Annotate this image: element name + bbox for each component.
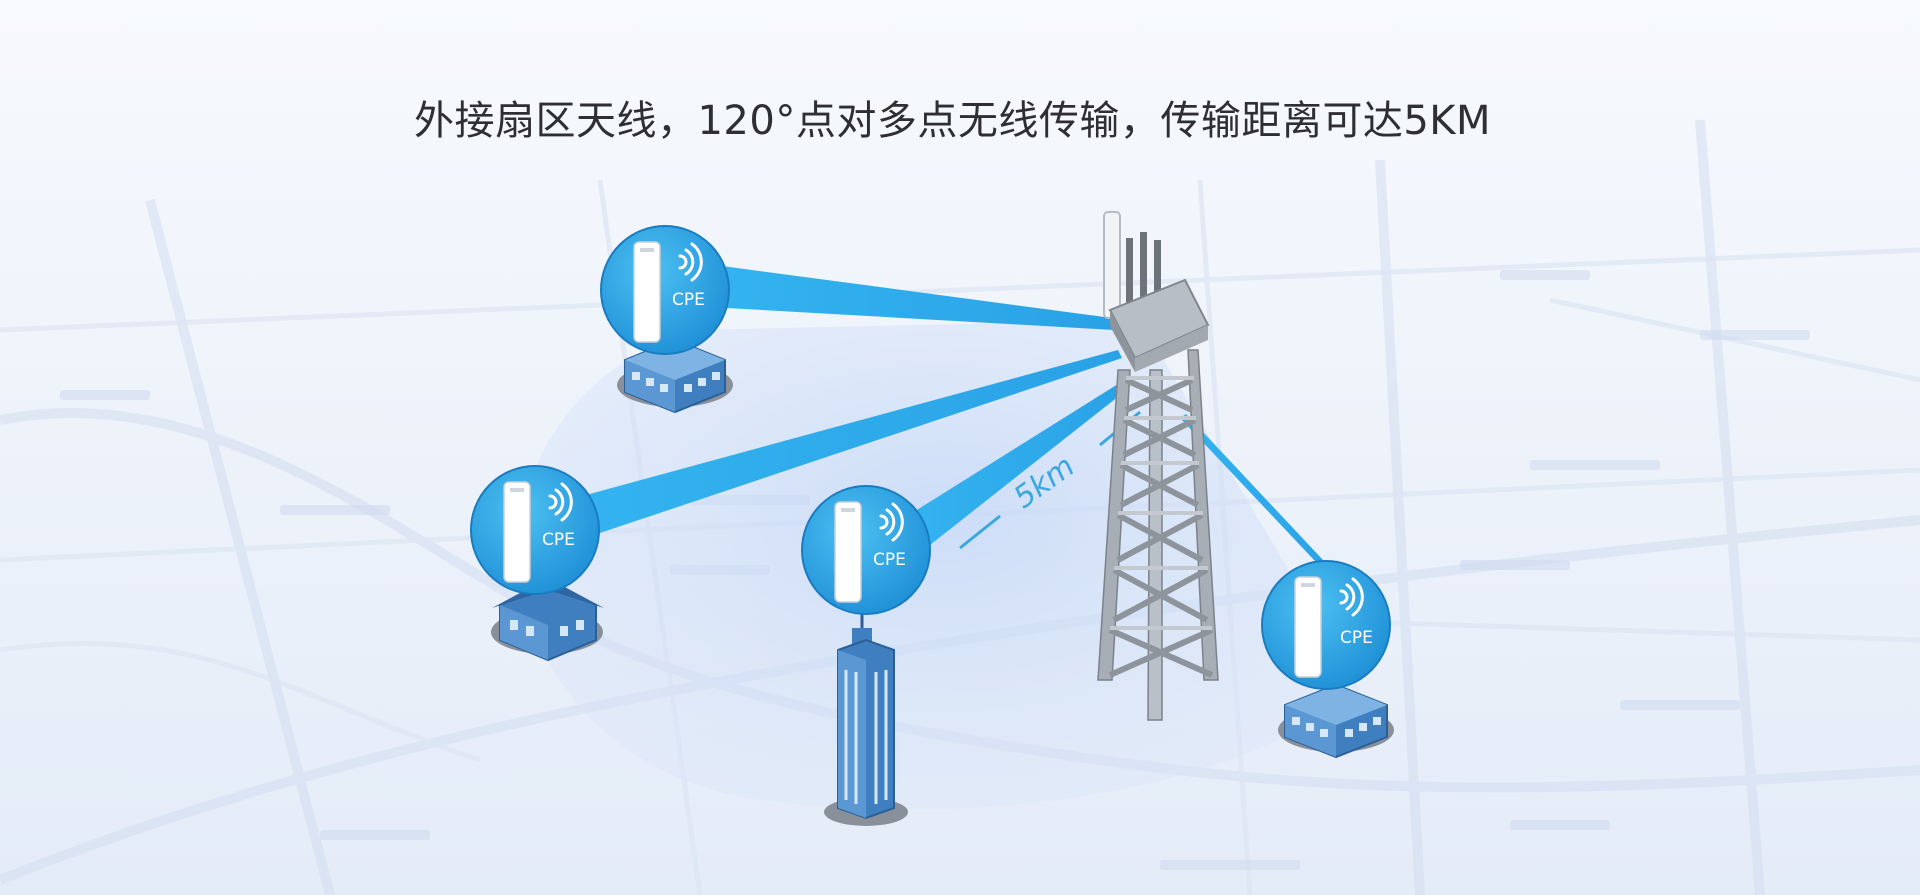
- beam-top-left: [722, 266, 1114, 330]
- cpe-device-icon: [503, 481, 531, 583]
- tower: [1097, 211, 1219, 721]
- cpe-circle: [470, 465, 600, 595]
- cpe-node-right: CPE: [1261, 560, 1394, 759]
- beam-left: [586, 350, 1122, 535]
- page-title: 外接扇区天线，120°点对多点无线传输，传输距离可达5KM: [413, 98, 1492, 144]
- skyscraper-icon: [824, 600, 908, 826]
- cpe-node-center: CPE: [801, 485, 931, 826]
- cpe-label: CPE: [672, 290, 705, 310]
- wireless-beams: [586, 266, 1338, 576]
- cpe-device-icon: [834, 501, 862, 603]
- wifi-signal-icon: [1339, 577, 1364, 617]
- wifi-signal-icon: [879, 502, 904, 542]
- cpe-node-left: CPE: [470, 465, 604, 662]
- cpe-circle: [1261, 560, 1391, 690]
- cpe-label: CPE: [542, 530, 575, 550]
- cpe-circle: [801, 485, 931, 615]
- cpe-circle: [600, 225, 730, 355]
- cpe-label: CPE: [873, 550, 906, 570]
- cpe-node-top-left: CPE: [600, 225, 733, 414]
- cpe-device-icon: [1294, 576, 1322, 678]
- sector-antenna: [1103, 211, 1121, 319]
- wifi-signal-icon: [548, 482, 573, 522]
- beam-right: [1180, 414, 1338, 576]
- beam-center: [912, 384, 1124, 545]
- wifi-signal-icon: [678, 242, 703, 282]
- cpe-label: CPE: [1340, 628, 1373, 648]
- cpe-device-icon: [633, 241, 661, 343]
